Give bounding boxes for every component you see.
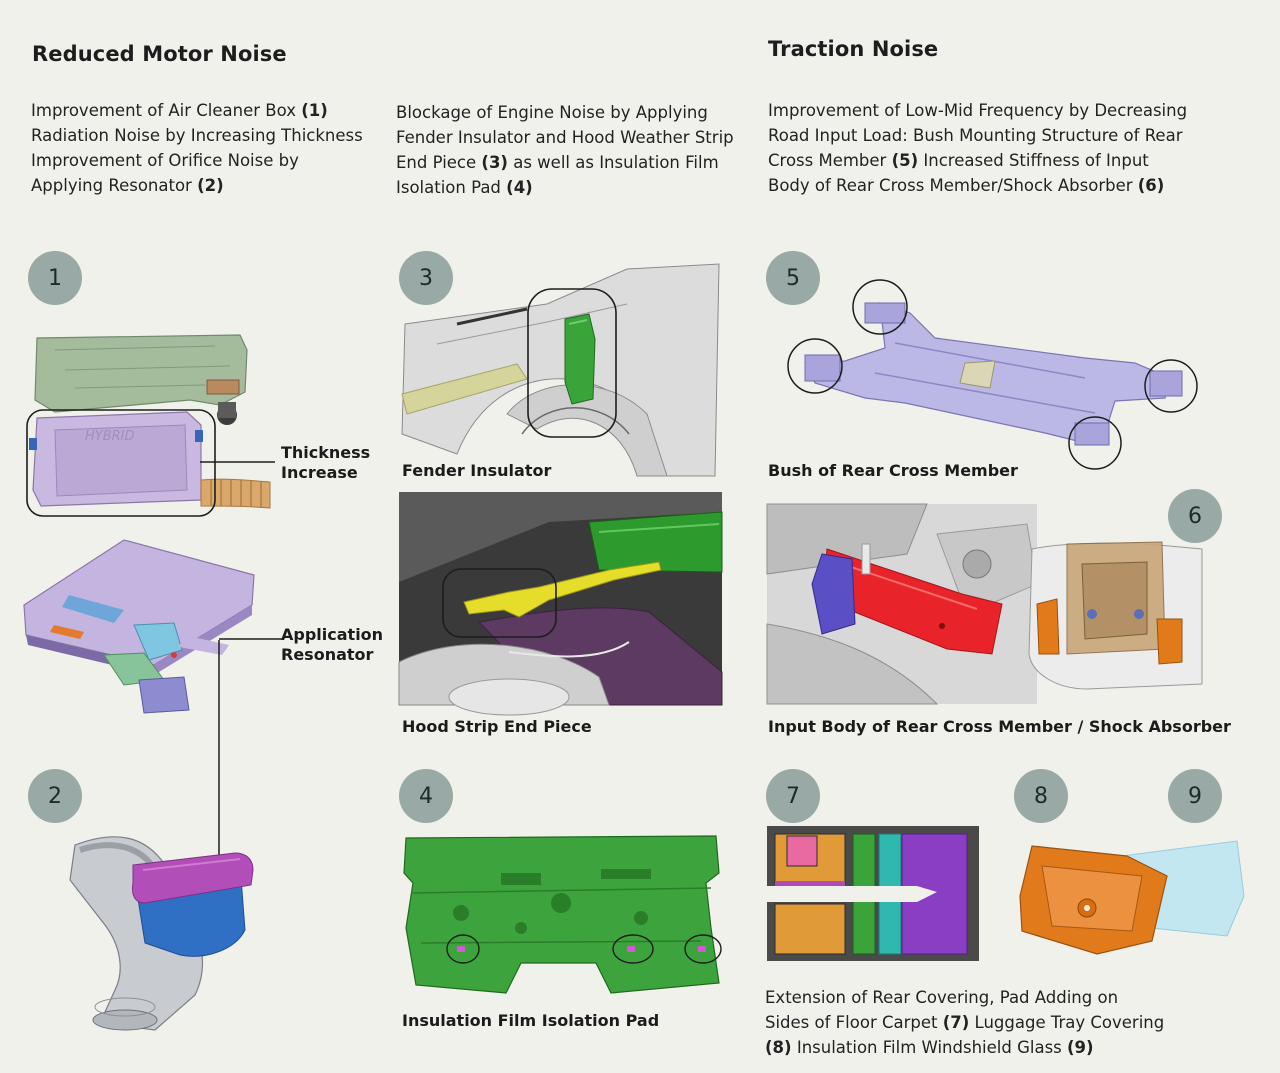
badge-3: 3: [399, 251, 453, 305]
thickness-leader-line: [200, 461, 275, 463]
rear-covering-description: Extension of Rear Covering, Pad Adding o…: [765, 988, 1165, 1057]
reduced-motor-noise-title: Reduced Motor Noise: [32, 42, 287, 66]
thickness-increase-callout: Thickness Increase: [281, 443, 371, 482]
badge-4: 4: [399, 769, 453, 823]
input-body-caption: Input Body of Rear Cross Member / Shock …: [768, 717, 1231, 736]
badge-9: 9: [1168, 769, 1222, 823]
resonator-vertical-leader: [218, 640, 220, 862]
air-cleaner-box-illustration: HYBRID: [26, 334, 271, 517]
bush-rear-cross-member-caption: Bush of Rear Cross Member: [768, 461, 1018, 480]
luggage-tray-and-windshield-illustration: [1019, 840, 1245, 955]
hybrid-embossing: HYBRID: [85, 429, 135, 444]
fender-insulator-illustration: [401, 263, 720, 477]
description-traction: Improvement of Low-Mid Frequency by Decr…: [768, 101, 1188, 195]
input-body-illustration: [766, 503, 1203, 705]
badge-2: 2: [28, 769, 82, 823]
badge-7: 7: [766, 769, 820, 823]
application-resonator-callout: Application Resonator: [281, 625, 384, 664]
hood-strip-end-piece-caption: Hood Strip End Piece: [402, 717, 592, 736]
traction-noise-title: Traction Noise: [768, 37, 939, 61]
insulation-pad-illustration: [403, 835, 722, 994]
floor-carpet-illustration: [767, 826, 979, 961]
fender-insulator-caption: Fender Insulator: [402, 461, 552, 480]
badge-8: 8: [1014, 769, 1068, 823]
badge-6: 6: [1168, 489, 1222, 543]
hood-strip-end-piece-illustration: [398, 492, 723, 716]
insulation-pad-caption: Insulation Film Isolation Pad: [402, 1011, 660, 1030]
badge-5: 5: [766, 251, 820, 305]
description-engine-blockage: Blockage of Engine Noise by Applying Fen…: [396, 103, 734, 197]
description-motor: Improvement of Air Cleaner Box (1) Radia…: [31, 101, 363, 195]
resonator-intake-illustration: [69, 836, 254, 1031]
badge-1: 1: [28, 251, 82, 305]
rear-cross-member-illustration: [787, 279, 1198, 470]
resonator-assembly-illustration: [23, 539, 282, 714]
